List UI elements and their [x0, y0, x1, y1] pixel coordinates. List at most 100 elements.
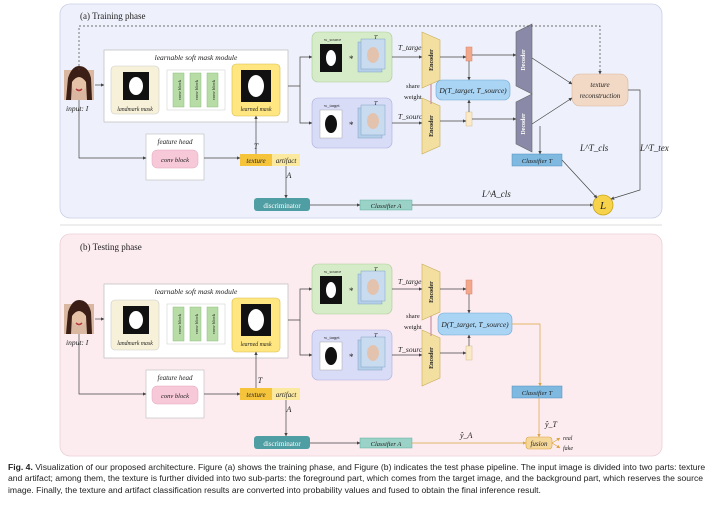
texture-block [240, 154, 272, 166]
svg-text:Classifier T: Classifier T [522, 158, 553, 165]
architecture-diagram: (a) Training phase input: I learnable so… [59, 3, 669, 457]
svg-text:weight: weight [404, 324, 422, 331]
svg-text:share: share [406, 83, 420, 90]
conv-block-pink [151, 149, 199, 169]
conv-block-pink [151, 385, 199, 405]
input-label: input: I [66, 104, 89, 113]
fusion-arrows [412, 323, 561, 449]
svg-text:discriminator: discriminator [263, 202, 301, 210]
testing-arrows [78, 287, 471, 445]
svg-text:feature head: feature head [158, 138, 193, 146]
learned-mask-label: learned mask [240, 342, 271, 348]
conv-stack: conv block conv block conv block [166, 69, 226, 111]
training-title: (a) Training phase [80, 11, 146, 21]
caption-label: Fig. 4. [8, 462, 33, 472]
input-face-image [64, 66, 94, 100]
module-title: learnable soft mask module [155, 287, 238, 296]
svg-text:conv block: conv block [177, 79, 182, 100]
y-t-label: ŷ_T [544, 420, 558, 429]
svg-text:D(T_target, T_source): D(T_target, T_source) [440, 320, 509, 329]
svg-text:w_target: w_target [324, 103, 340, 108]
svg-text:discriminator: discriminator [263, 440, 301, 448]
svg-text:Classifier A: Classifier A [371, 203, 402, 210]
module-title: learnable soft mask module [155, 53, 238, 62]
loss-cls-t-label: L^T_cls [579, 143, 609, 153]
encoder-bottom [421, 329, 441, 387]
svg-text:weight: weight [404, 94, 422, 101]
svg-text:w_source: w_source [324, 269, 341, 274]
svg-text:conv block: conv block [211, 313, 216, 334]
svg-text:Classifier T: Classifier T [522, 390, 553, 397]
svg-text:A: A [286, 405, 292, 414]
landmark-mask-label: landmark mask [117, 341, 153, 347]
svg-text:reconstruction: reconstruction [580, 92, 621, 100]
caption-text: Visualization of our proposed architectu… [8, 462, 706, 495]
svg-text:D(T_target, T_source): D(T_target, T_source) [438, 86, 507, 95]
discriminator [254, 198, 310, 211]
svg-text:share: share [406, 313, 420, 320]
svg-text:conv block: conv block [211, 79, 216, 100]
encoder-top [421, 31, 441, 89]
encoder-top [421, 263, 441, 321]
discriminator [254, 436, 310, 449]
texture-reconstruction [571, 73, 629, 107]
svg-text:conv block: conv block [177, 313, 182, 334]
svg-text:*: * [349, 286, 354, 296]
svg-text:artifact: artifact [276, 391, 298, 399]
texture-block [240, 388, 272, 400]
svg-text:Encoder: Encoder [429, 347, 435, 369]
artifact-block [272, 154, 300, 166]
artifact-block [272, 388, 300, 400]
svg-text:T: T [374, 333, 378, 339]
t-source-label: T_source [398, 112, 426, 121]
svg-text:w_target: w_target [324, 335, 340, 340]
svg-text:Classifier A: Classifier A [371, 441, 402, 448]
learned-mask-label: learned mask [240, 107, 271, 113]
svg-text:conv block: conv block [161, 393, 189, 400]
svg-text:L: L [599, 200, 606, 212]
svg-text:Encoder: Encoder [429, 49, 435, 71]
t-source-label: T_source [398, 345, 426, 354]
svg-text:conv block: conv block [194, 313, 199, 334]
loss-cls-a-label: L^A_cls [481, 189, 511, 199]
real-label: real [563, 436, 573, 442]
t-target-label: T_target [398, 43, 424, 52]
fake-label: fake [563, 445, 573, 452]
svg-text:T: T [258, 376, 263, 385]
training-arrows [78, 25, 641, 207]
svg-text:A: A [286, 171, 292, 180]
distance-box [435, 79, 511, 101]
svg-text:*: * [349, 352, 354, 362]
loss-tex-t-label: L^T_tex [639, 143, 669, 153]
training-panel: (a) Training phase input: I learnable so… [59, 3, 669, 219]
svg-text:*: * [349, 54, 354, 64]
testing-title: (b) Testing phase [80, 242, 142, 252]
svg-text:*: * [349, 120, 354, 130]
figure-caption: Fig. 4. Visualization of our proposed ar… [8, 462, 714, 496]
input-face-image [64, 300, 94, 334]
decoder-bottom [515, 93, 533, 153]
svg-text:T: T [374, 101, 378, 107]
svg-text:conv block: conv block [161, 157, 189, 164]
svg-text:texture: texture [590, 81, 609, 89]
svg-text:T: T [374, 267, 378, 273]
svg-text:conv block: conv block [194, 79, 199, 100]
svg-text:fusion: fusion [530, 440, 548, 448]
input-label: input: I [66, 338, 89, 347]
svg-text:T: T [374, 35, 378, 41]
encoder-bottom [421, 97, 441, 155]
svg-text:w_source: w_source [324, 37, 341, 42]
svg-text:texture: texture [246, 157, 265, 165]
svg-text:Decoder: Decoder [521, 49, 527, 71]
svg-text:texture: texture [246, 391, 265, 399]
landmark-mask-label: landmark mask [117, 107, 153, 113]
classifier-t [511, 385, 563, 399]
testing-panel: (b) Testing phase input: I learnable sof… [59, 233, 663, 457]
svg-text:Encoder: Encoder [429, 281, 435, 303]
svg-text:feature head: feature head [158, 374, 193, 382]
svg-text:artifact: artifact [276, 157, 298, 165]
y-a-label: ŷ_A [459, 431, 473, 440]
conv-stack: conv block conv block conv block [166, 303, 226, 345]
svg-text:Encoder: Encoder [429, 115, 435, 137]
